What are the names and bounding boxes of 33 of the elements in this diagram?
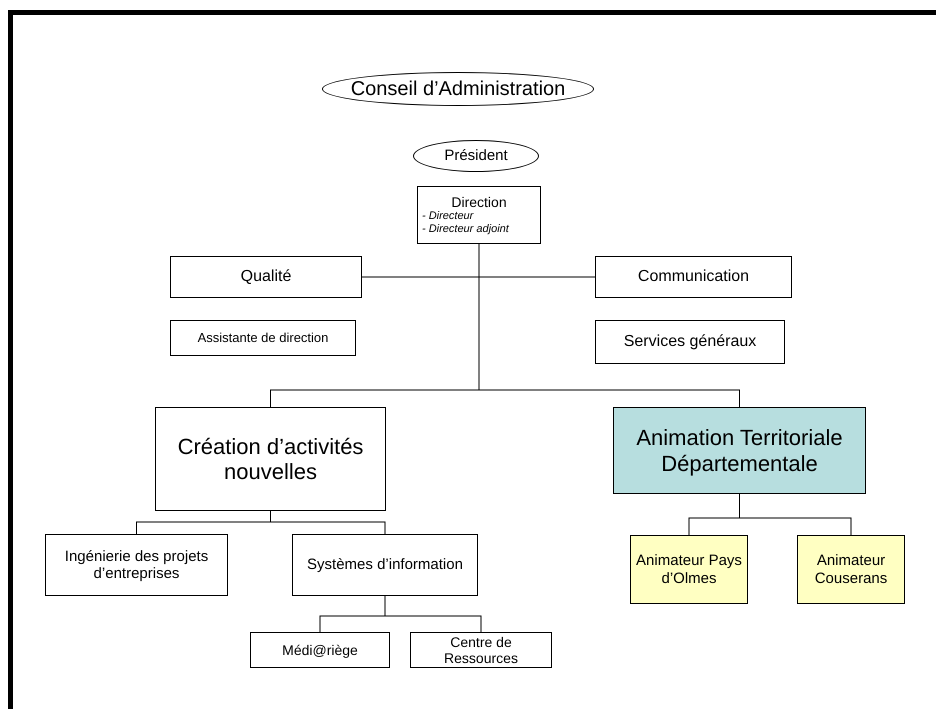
node-title: Direction — [451, 194, 507, 210]
role-item: - Directeur — [422, 210, 474, 224]
connector-line — [384, 596, 482, 632]
node-title: Animation Territoriale Départementale — [635, 425, 844, 476]
org-box — [170, 256, 362, 298]
org-box — [410, 632, 552, 668]
org-box — [250, 632, 390, 668]
connector-line — [739, 494, 852, 536]
node-title: Médi@riège — [282, 642, 358, 658]
org-box — [613, 407, 866, 494]
org-box — [155, 407, 386, 511]
node-title: Systèmes d’information — [307, 556, 463, 574]
node-title: Services généraux — [624, 332, 756, 352]
connector-line — [270, 510, 386, 534]
node-title: Animateur Pays d’Olmes — [635, 552, 743, 587]
node-title: Centre de Ressources — [443, 634, 519, 666]
org-box — [630, 535, 748, 604]
node-title: Président — [444, 147, 508, 165]
role-item: - Directeur adjoint — [422, 223, 509, 236]
node-title: Animateur Couserans — [814, 552, 888, 587]
org-box — [417, 186, 541, 244]
org-box — [595, 256, 792, 298]
org-box — [45, 534, 228, 596]
org-box — [797, 535, 905, 604]
node-title: Assistante de direction — [198, 330, 328, 346]
node-title: Communication — [638, 268, 750, 286]
node-title: Création d’activités nouvelles — [176, 434, 364, 484]
node-title: Conseil d’Administration — [350, 78, 566, 100]
node-title: Ingénierie des projets d’entreprises — [64, 548, 210, 582]
org-box — [292, 534, 478, 596]
org-box — [170, 320, 356, 356]
org-box — [595, 320, 785, 364]
node-title: Qualité — [240, 268, 292, 286]
